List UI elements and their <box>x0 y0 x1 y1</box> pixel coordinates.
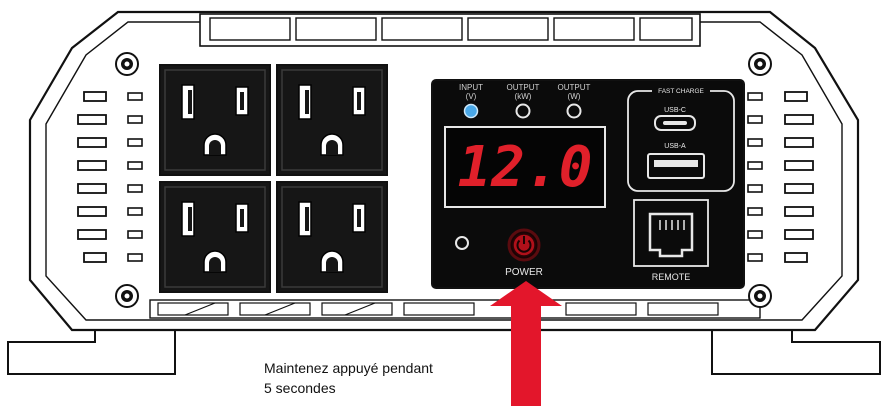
output-kw-led-icon <box>515 103 531 119</box>
vent-slot <box>747 207 763 216</box>
indicator-input-label: INPUT <box>459 83 483 92</box>
vent-slot <box>77 229 107 240</box>
vent-slot <box>784 114 814 125</box>
screw-top-left-icon <box>115 52 139 76</box>
screw-bottom-right-icon <box>748 284 772 308</box>
vent-slot <box>77 183 107 194</box>
vent-slot <box>784 137 814 148</box>
left-side-vents <box>77 91 143 263</box>
vent-slot <box>77 160 107 171</box>
vent-slot <box>77 137 107 148</box>
display-readout: 12.0 <box>458 135 593 200</box>
vent-slot <box>127 207 143 216</box>
instruction-line-2: 5 secondes <box>264 380 336 396</box>
vent-slot <box>747 161 763 170</box>
ac-outlet[interactable] <box>159 181 271 293</box>
power-button[interactable] <box>507 228 541 262</box>
ac-outlet[interactable] <box>159 64 271 176</box>
vent-slot <box>77 114 107 125</box>
indicator-input-unit: (V) <box>466 92 477 101</box>
power-icon <box>516 239 532 253</box>
screw-top-right-icon <box>748 52 772 76</box>
indicator-output-w-label: OUTPUT <box>558 83 591 92</box>
control-panel: INPUT (V) OUTPUT (kW) OUTPUT (W) 12.0 <box>431 79 745 289</box>
ac-outlets <box>159 64 388 293</box>
vent-slot <box>784 252 808 263</box>
vent-slot <box>784 206 814 217</box>
vent-slot <box>747 184 763 193</box>
right-side-vents <box>747 91 814 263</box>
remote-port[interactable] <box>633 199 709 267</box>
vent-slot <box>784 91 808 102</box>
vent-slot <box>784 160 814 171</box>
power-label: POWER <box>505 267 543 278</box>
reset-hole-icon <box>455 236 469 250</box>
usb-a-label: USB-A <box>664 143 686 150</box>
indicator-output-kw: OUTPUT (kW) <box>507 83 540 119</box>
vent-slot <box>83 252 107 263</box>
fast-charge-label: FAST CHARGE <box>658 88 704 95</box>
vent-slot <box>127 92 143 101</box>
vent-slot <box>747 92 763 101</box>
vent-slot <box>127 138 143 147</box>
ac-outlet[interactable] <box>276 181 388 293</box>
instruction-line-1: Maintenez appuyé pendant <box>264 360 433 376</box>
vent-slot <box>784 229 814 240</box>
vent-slot <box>127 253 143 262</box>
vent-slot <box>747 253 763 262</box>
fast-charge-ports: FAST CHARGE USB-C USB-A <box>627 85 735 192</box>
vent-slot <box>747 230 763 239</box>
vent-slot <box>83 91 107 102</box>
rj-jack-icon <box>648 212 694 258</box>
indicator-output-w: OUTPUT (W) <box>558 83 591 119</box>
instruction-caption: Maintenez appuyé pendant 5 secondes <box>264 358 524 398</box>
vent-slot <box>747 115 763 124</box>
vent-slot <box>127 115 143 124</box>
indicator-input: INPUT (V) <box>459 83 483 119</box>
top-vent <box>199 13 701 47</box>
vent-slot <box>77 206 107 217</box>
vent-slot <box>127 184 143 193</box>
input-led-icon <box>463 103 479 119</box>
right-mounting-foot <box>711 327 881 375</box>
ac-outlet[interactable] <box>276 64 388 176</box>
indicator-output-w-unit: (W) <box>568 92 581 101</box>
vent-slot <box>747 138 763 147</box>
left-mounting-foot <box>7 327 176 375</box>
indicator-output-kw-label: OUTPUT <box>507 83 540 92</box>
bottom-vent <box>149 299 761 319</box>
inverter-body-inner <box>45 21 843 321</box>
vent-slot <box>784 183 814 194</box>
remote-label: REMOTE <box>652 272 691 282</box>
vent-slot <box>127 230 143 239</box>
vent-slot <box>127 161 143 170</box>
indicator-output-kw-unit: (kW) <box>515 92 532 101</box>
usb-c-label: USB-C <box>664 107 686 114</box>
led-display: 12.0 <box>444 126 606 208</box>
output-w-led-icon <box>566 103 582 119</box>
red-arrow-icon <box>490 281 562 406</box>
screw-bottom-left-icon <box>115 284 139 308</box>
